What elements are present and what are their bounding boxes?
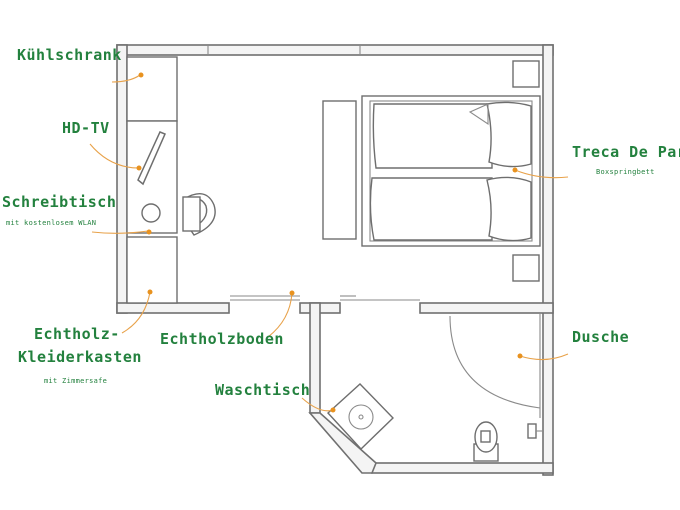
tv-label: HD-TV bbox=[62, 119, 110, 137]
bed-shape bbox=[361, 95, 541, 247]
walls bbox=[116, 44, 554, 476]
wardrobe-label-line1: Echtholz- bbox=[34, 325, 120, 343]
fridge-shape bbox=[126, 56, 178, 122]
desk-label: Schreibtisch bbox=[2, 193, 117, 211]
tv-shape bbox=[137, 131, 166, 186]
nightstand-bottom-shape bbox=[512, 254, 540, 282]
desk-lamp-shape bbox=[141, 203, 161, 223]
chair-seat-shape bbox=[182, 196, 201, 232]
holder-shape bbox=[527, 423, 543, 439]
sideboard-shape bbox=[322, 100, 357, 240]
bed-sublabel: Boxspringbett bbox=[596, 168, 655, 176]
toilet-shape bbox=[473, 421, 499, 462]
floor-label: Echtholzboden bbox=[160, 330, 284, 348]
bed-label: Treca De Paris bbox=[572, 143, 680, 161]
label-dots bbox=[136, 72, 523, 413]
fridge-label: Kühlschrank bbox=[17, 46, 122, 64]
wardrobe-sublabel: mit Zimmersafe bbox=[44, 377, 108, 385]
wall-details bbox=[207, 45, 420, 301]
shower-label: Dusche bbox=[572, 328, 630, 346]
wardrobe-label-line2: Kleiderkasten bbox=[18, 348, 142, 366]
sink-label: Waschtisch bbox=[215, 381, 311, 399]
desk-sublabel: mit kostenlosem WLAN bbox=[6, 219, 97, 227]
shower-door-arc bbox=[449, 315, 541, 409]
washbasin-shape bbox=[327, 383, 394, 451]
nightstand-top-shape bbox=[512, 60, 540, 88]
leader-lines bbox=[89, 74, 569, 412]
